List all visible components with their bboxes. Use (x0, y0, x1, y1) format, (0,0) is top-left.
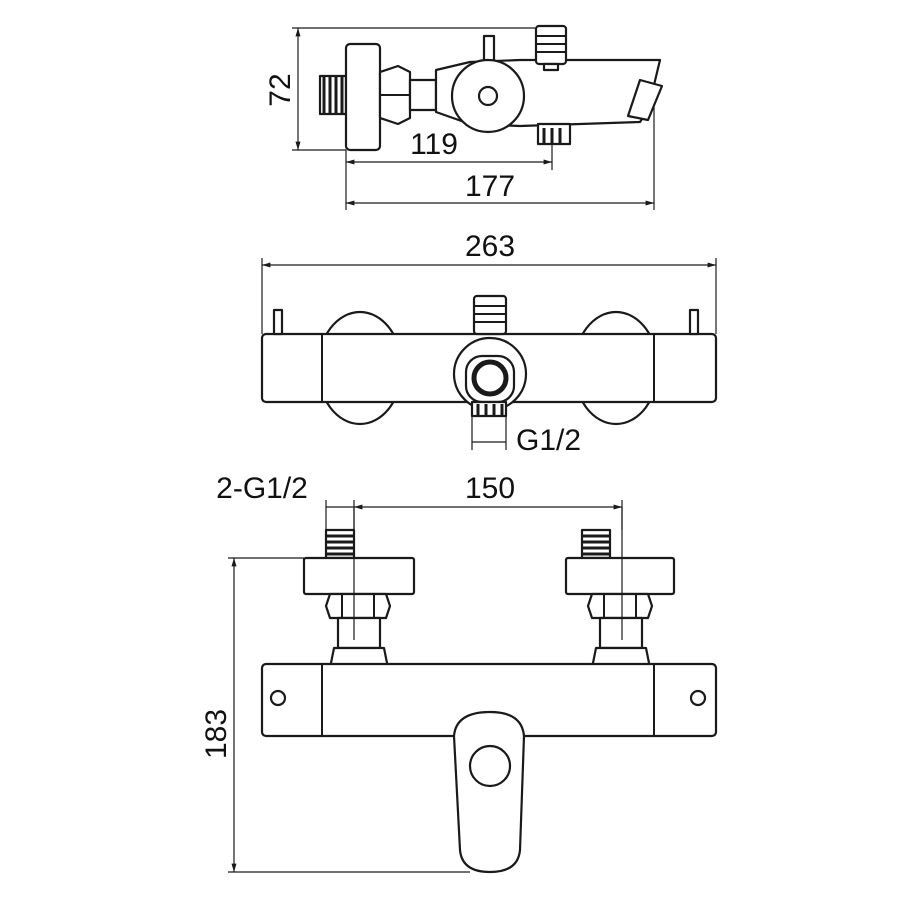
side-spout-tip (626, 78, 664, 122)
side-wall-flange (344, 42, 382, 152)
front-centers-label: 150 (465, 472, 515, 505)
top-right-pin (688, 308, 700, 336)
side-view: 72 119 177 (264, 24, 664, 210)
side-diverter-knob (534, 24, 568, 72)
side-dim-height-label: 72 (264, 73, 297, 106)
top-dim-width-label: 263 (465, 230, 515, 263)
front-spout (452, 710, 526, 874)
top-outlet-thread (471, 359, 509, 397)
side-outlet (536, 122, 572, 146)
top-left-pin (272, 308, 284, 336)
front-inlet-dims: 2-G1/2 150 (216, 472, 623, 640)
front-dim-height: 183 (200, 557, 470, 873)
top-thread-dim: G1/2 (471, 416, 581, 457)
front-spout-button (468, 744, 512, 788)
side-dim-inner-label: 119 (410, 128, 458, 161)
front-view: 2-G1/2 150 183 (200, 472, 718, 874)
front-left-hole (269, 689, 287, 707)
top-thread-label: G1/2 (516, 424, 581, 457)
side-inlet-thread (318, 74, 348, 116)
top-dim-width: 263 (261, 230, 717, 334)
top-diverter-knob (472, 294, 508, 336)
side-dim-inner: 119 (345, 128, 553, 210)
side-dim-overall: 177 (346, 104, 655, 210)
front-right-inlet (564, 528, 676, 682)
side-handle-center (477, 85, 499, 107)
top-view: 263 G1/2 (260, 230, 718, 457)
side-connector (408, 78, 438, 112)
side-dim-overall-label: 177 (465, 170, 515, 203)
top-bottom-thread (470, 400, 508, 418)
front-dim-height-label: 183 (200, 709, 233, 759)
side-dim-height: 72 (264, 27, 535, 151)
front-right-hole (689, 689, 707, 707)
front-left-inlet (302, 528, 416, 682)
front-inlet-label: 2-G1/2 (216, 472, 308, 505)
